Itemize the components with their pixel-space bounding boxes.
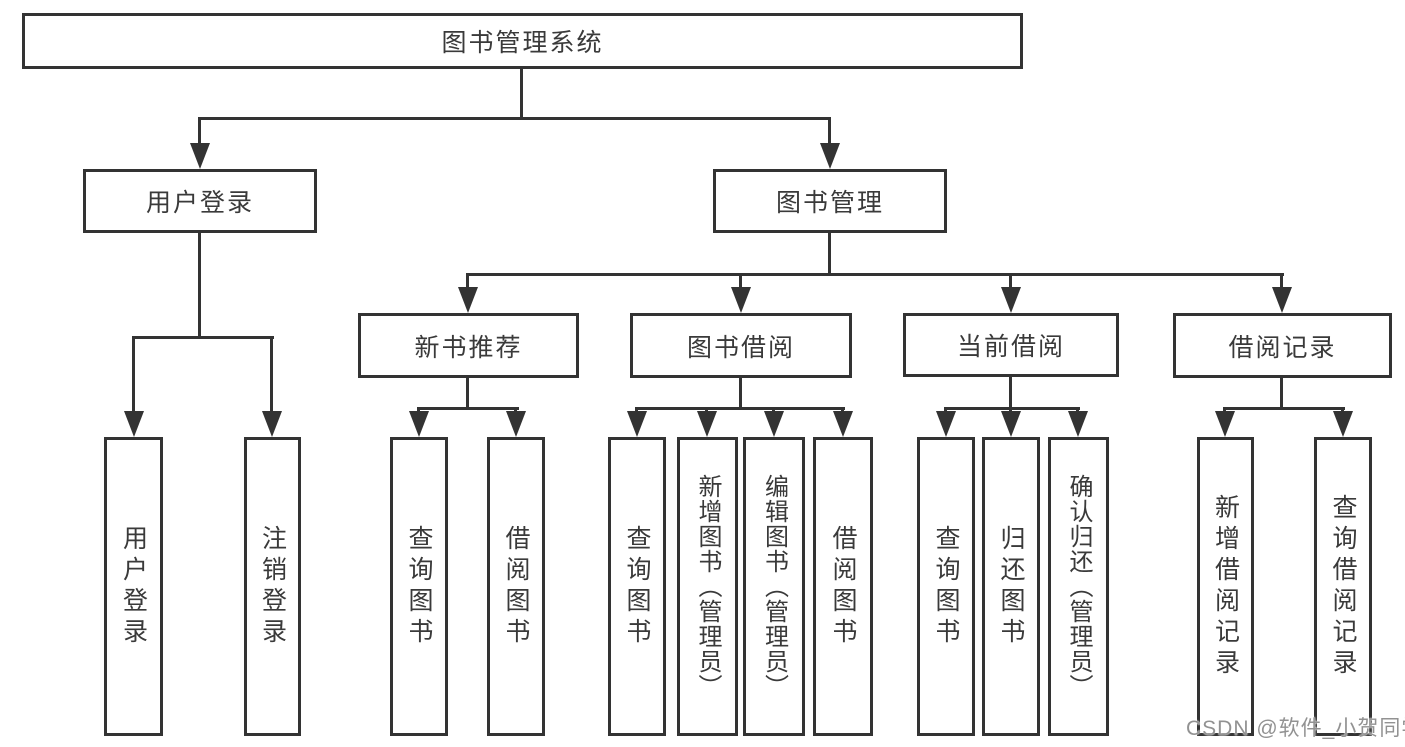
leaf-borrow-books-recommend: 借阅图书 [487, 437, 545, 736]
node-book-management: 图书管理 [713, 169, 947, 233]
connector-new-book-stem [466, 377, 469, 408]
connector-drop-book-borrowing [739, 273, 742, 289]
connector-drop-add-books-admin [705, 407, 708, 413]
arrowhead-borrow-books [833, 411, 853, 437]
connector-drop-return-books [1009, 407, 1012, 413]
connector-drop-leaf-user-login [132, 336, 135, 413]
arrowhead-user-login [190, 143, 210, 169]
connector-drop-current-borrowing [1009, 273, 1012, 289]
leaf-logout-label: 注销登录 [258, 524, 287, 649]
leaf-query-books-recommend-label: 查询图书 [405, 524, 433, 649]
arrowhead-borrowing-records [1272, 287, 1292, 313]
leaf-query-borrow-record: 查询借阅记录 [1314, 437, 1372, 736]
connector-borrowing-records-leafbranch [1223, 407, 1345, 410]
connector-drop-query-borrow-record [1341, 407, 1344, 413]
leaf-borrow-books-recommend-label: 借阅图书 [502, 524, 530, 649]
connector-book-management-stem [828, 233, 831, 274]
leaf-query-books-borrowing-label: 查询图书 [623, 524, 651, 649]
node-book-borrowing-label: 图书借阅 [686, 333, 795, 362]
arrowhead-current-borrowing [1001, 287, 1021, 313]
leaf-add-borrow-record-label: 新增借阅记录 [1211, 493, 1240, 680]
leaf-add-borrow-record: 新增借阅记录 [1197, 437, 1254, 736]
node-new-book-recommend-label: 新书推荐 [414, 333, 523, 362]
connector-drop-borrowing-records [1280, 273, 1283, 289]
node-root: 图书管理系统 [22, 13, 1023, 69]
connector-drop-add-borrow-record [1223, 407, 1226, 413]
arrowhead-edit-books-admin [764, 411, 784, 437]
connector-book-management-branch [466, 273, 1284, 276]
connector-book-borrowing-leafbranch [635, 407, 845, 410]
connector-drop-confirm-return [1076, 407, 1079, 413]
leaf-borrow-books: 借阅图书 [813, 437, 873, 736]
connector-drop-borrow-books-recommend [514, 407, 517, 413]
arrowhead-query-books-recommend [409, 411, 429, 437]
node-new-book-recommend: 新书推荐 [358, 313, 579, 378]
arrowhead-new-book-recommend [458, 287, 478, 313]
arrowhead-add-books-admin [697, 411, 717, 437]
node-root-label: 图书管理系统 [441, 29, 604, 57]
connector-drop-borrow-books [841, 407, 844, 413]
arrowhead-leaf-logout [262, 411, 282, 437]
connector-new-book-branch [417, 407, 519, 410]
connector-root-branch [198, 117, 831, 120]
leaf-query-books-borrowing: 查询图书 [608, 437, 666, 736]
leaf-confirm-return-admin-label: 确认归还（管理员） [1065, 474, 1092, 699]
connector-drop-query-books-borrowing [635, 407, 638, 413]
leaf-user-login-label: 用户登录 [119, 524, 148, 649]
node-user-login: 用户登录 [83, 169, 317, 233]
node-borrowing-records: 借阅记录 [1173, 313, 1392, 378]
node-book-borrowing: 图书借阅 [630, 313, 852, 378]
leaf-query-books-current-label: 查询图书 [932, 524, 960, 649]
node-current-borrowing-label: 当前借阅 [956, 333, 1065, 361]
leaf-query-books-current: 查询图书 [917, 437, 975, 736]
connector-drop-new-book-recommend [466, 273, 469, 289]
leaf-edit-books-admin: 编辑图书（管理员） [743, 437, 805, 736]
leaf-confirm-return-admin: 确认归还（管理员） [1048, 437, 1109, 736]
connector-root-stem [520, 69, 523, 117]
arrowhead-confirm-return [1068, 411, 1088, 437]
connector-current-borrowing-stem [1009, 376, 1012, 408]
connector-drop-query-books-current [944, 407, 947, 413]
leaf-edit-books-admin-label: 编辑图书（管理员） [760, 474, 788, 699]
connector-drop-user-login [198, 117, 201, 146]
leaf-return-books: 归还图书 [982, 437, 1040, 736]
connector-book-borrowing-stem [739, 377, 742, 408]
connector-drop-edit-books-admin [772, 407, 775, 413]
leaf-add-books-admin-label: 新增图书（管理员） [694, 474, 721, 699]
leaf-logout: 注销登录 [244, 437, 301, 736]
connector-drop-query-books-recommend [417, 407, 420, 413]
arrowhead-return-books [1001, 411, 1021, 437]
arrowhead-book-management [820, 143, 840, 169]
leaf-add-books-admin: 新增图书（管理员） [677, 437, 738, 736]
node-current-borrowing: 当前借阅 [903, 313, 1119, 377]
connector-current-borrowing-leafbranch [944, 407, 1080, 410]
connector-user-login-stem [198, 233, 201, 337]
connector-user-login-branch [132, 336, 274, 339]
leaf-query-borrow-record-label: 查询借阅记录 [1329, 493, 1357, 680]
arrowhead-query-books-borrowing [627, 411, 647, 437]
arrowhead-add-borrow-record [1215, 411, 1235, 437]
arrowhead-book-borrowing [731, 287, 751, 313]
connector-drop-leaf-logout [270, 336, 273, 413]
arrowhead-borrow-books-recommend [506, 411, 526, 437]
connector-borrowing-records-stem [1280, 377, 1283, 408]
connector-drop-book-management [828, 117, 831, 146]
node-book-management-label: 图书管理 [775, 189, 884, 217]
node-user-login-label: 用户登录 [145, 189, 254, 217]
arrowhead-leaf-user-login [124, 411, 144, 437]
arrowhead-query-borrow-record [1333, 411, 1353, 437]
leaf-query-books-recommend: 查询图书 [390, 437, 448, 736]
csdn-watermark: CSDN @软件_小贺同学 [1186, 717, 1405, 740]
leaf-return-books-label: 归还图书 [997, 524, 1025, 649]
leaf-user-login: 用户登录 [104, 437, 163, 736]
node-borrowing-records-label: 借阅记录 [1228, 333, 1337, 362]
arrowhead-query-books-current [936, 411, 956, 437]
leaf-borrow-books-label: 借阅图书 [829, 524, 857, 649]
